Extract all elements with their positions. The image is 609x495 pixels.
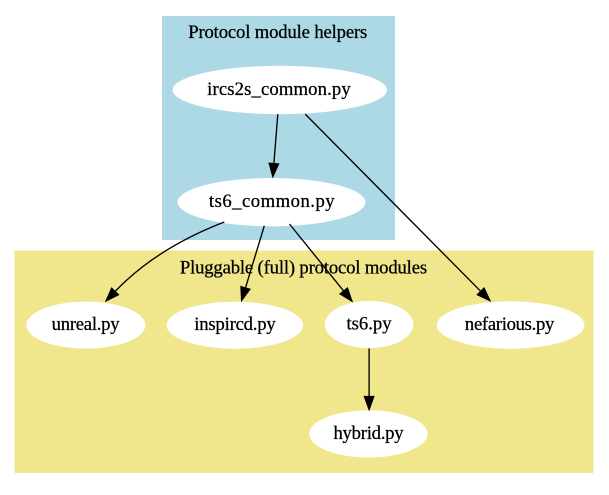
- svg-text:Protocol module helpers: Protocol module helpers: [188, 22, 367, 43]
- svg-text:ircs2s_common.py: ircs2s_common.py: [207, 79, 351, 100]
- svg-text:Pluggable (full) protocol modu: Pluggable (full) protocol modules: [180, 258, 427, 279]
- svg-text:ts6_common.py: ts6_common.py: [209, 191, 335, 212]
- svg-text:nefarious.py: nefarious.py: [465, 314, 555, 335]
- svg-text:unreal.py: unreal.py: [52, 314, 121, 335]
- svg-text:inspircd.py: inspircd.py: [194, 314, 276, 335]
- svg-text:ts6.py: ts6.py: [346, 313, 392, 334]
- svg-text:hybrid.py: hybrid.py: [333, 423, 404, 444]
